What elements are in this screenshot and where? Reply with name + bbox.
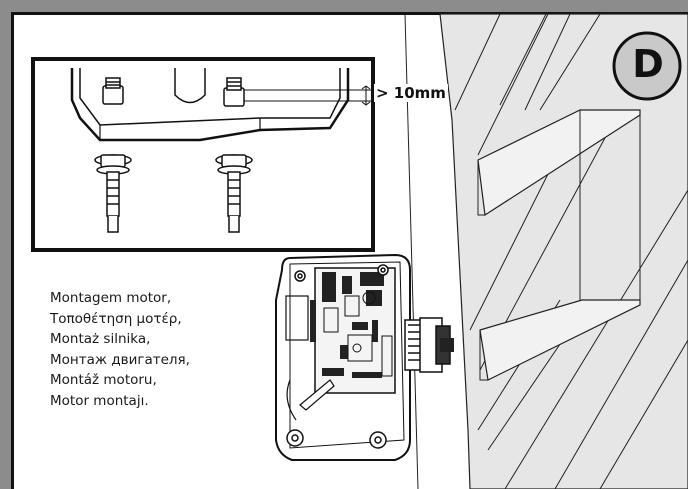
motor-unit: [275, 253, 454, 461]
caption: Montagem motor, Τοποθέτηση μοτέρ, Montaż…: [50, 288, 190, 411]
caption-line-pt: Montagem motor,: [50, 290, 172, 306]
caption-line-pl: Montaż silnika,: [50, 331, 151, 347]
step-badge-letter: D: [632, 42, 664, 86]
step-badge: [612, 31, 682, 101]
measurement-label: > 10mm: [374, 84, 448, 102]
detail-inset: [31, 57, 375, 252]
caption-line-ru: Монтаж двигателя,: [50, 351, 190, 368]
caption-line-cs: Montáž motoru,: [50, 372, 157, 388]
gate-structure: [404, 13, 688, 489]
caption-line-el: Τοποθέτηση μοτέρ,: [50, 310, 182, 327]
caption-line-tr: Motor montajı.: [50, 392, 149, 409]
